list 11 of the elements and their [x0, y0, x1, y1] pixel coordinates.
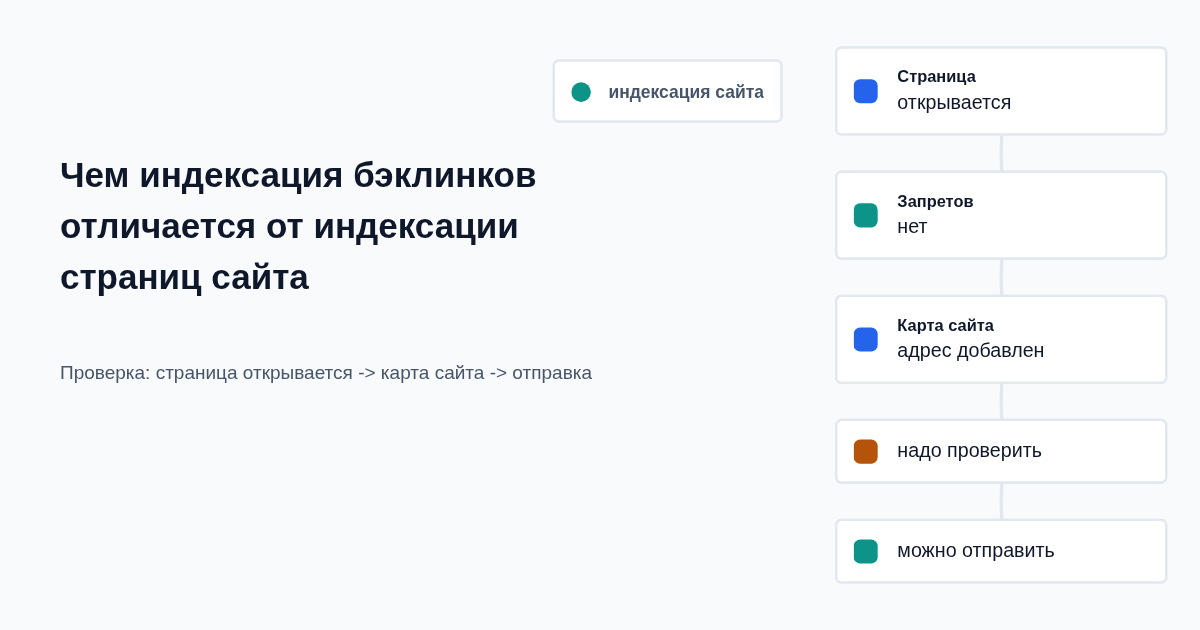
- step-title: Страница: [897, 66, 976, 88]
- step-status: надо проверить: [897, 438, 1042, 464]
- step-status: можно отправить: [897, 538, 1055, 564]
- note-text: Проверка: страница открывается -> карта сайта -> отправка: [60, 362, 593, 385]
- step-status: открывается: [897, 90, 1012, 116]
- step-status: адрес добавлен: [897, 338, 1045, 364]
- tag-text: индексация сайта: [608, 80, 764, 104]
- step-title: Запретов: [897, 190, 974, 212]
- title: Чем индексация бэклинков отличается от индексации страниц сайта: [60, 154, 538, 298]
- step-title: Карта сайта: [897, 314, 994, 337]
- step-status: нет: [897, 214, 928, 240]
